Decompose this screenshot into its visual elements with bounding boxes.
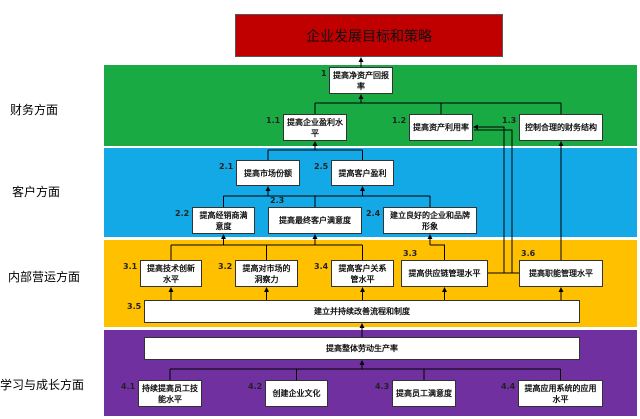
node-number: 2.1 xyxy=(219,162,234,171)
node-22: 提高经销商满意度 xyxy=(192,207,255,234)
node-number: 1.1 xyxy=(266,116,281,125)
node-number: 2.3 xyxy=(270,196,285,205)
node-number: 4.3 xyxy=(375,382,390,391)
node-11: 提高企业盈利水平 xyxy=(283,114,347,141)
perspective-finance: 财务方面 xyxy=(10,103,59,117)
node-number: 3.1 xyxy=(123,262,138,271)
node-33: 提高供应链管理水平 xyxy=(401,260,488,287)
node-35: 建立并持续改善流程和制度 xyxy=(144,300,580,323)
perspective-internal: 内部营运方面 xyxy=(8,270,81,284)
node-number: 3.3 xyxy=(403,249,418,258)
node-12: 提高资产利用率 xyxy=(409,114,473,141)
node-number: 1.3 xyxy=(502,116,517,125)
node-1: 提高净资产回报率 xyxy=(329,67,393,94)
node-number: 4.2 xyxy=(248,382,263,391)
node-number: 1 xyxy=(321,69,327,78)
node-34: 提高客户关系管水平 xyxy=(331,260,394,287)
node-25: 提高客户盈利 xyxy=(331,160,394,186)
perspective-learning: 学习与成长方面 xyxy=(0,378,85,392)
node-number: 3.2 xyxy=(218,262,233,271)
node-23: 提高最终客户满意度 xyxy=(268,207,362,234)
node-36: 提高职能管理水平 xyxy=(519,260,603,287)
node-number: 2.5 xyxy=(314,162,329,171)
node-32: 提高对市场的洞察力 xyxy=(235,260,298,287)
node-42: 创建企业文化 xyxy=(265,380,328,407)
node-41: 持续提高员工技能水平 xyxy=(138,380,202,407)
node-number: 2.2 xyxy=(175,209,190,218)
node-number: 1.2 xyxy=(392,116,407,125)
node-21: 提高市场份额 xyxy=(236,160,300,186)
node-31: 提高技术创新水平 xyxy=(140,260,202,287)
connector xyxy=(473,124,505,274)
node-number: 3.5 xyxy=(127,302,142,311)
node-number: 3.4 xyxy=(314,262,329,271)
node-24: 建立良好的企业和品牌形象 xyxy=(383,207,477,234)
node-number: 4.4 xyxy=(501,382,516,391)
node-number: 4.1 xyxy=(121,382,136,391)
node-number: 3.6 xyxy=(521,249,536,258)
node-13: 控制合理的财务结构 xyxy=(519,114,603,141)
perspective-customer: 客户方面 xyxy=(12,185,61,199)
node-44: 提高应用系统的应用水平 xyxy=(518,380,603,407)
node-number: 2.4 xyxy=(366,209,381,218)
connector xyxy=(474,129,513,274)
connector xyxy=(430,244,445,260)
title-box: 企业发展目标和策略 xyxy=(235,14,503,57)
node-43: 提高员工满意度 xyxy=(392,380,456,407)
node-40: 提高整体劳动生产率 xyxy=(144,337,580,360)
